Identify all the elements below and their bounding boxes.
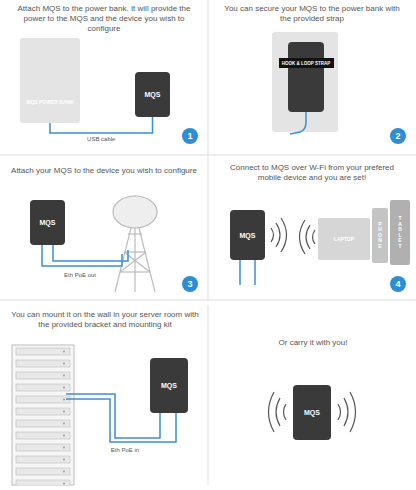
node-text: TABLET	[398, 216, 403, 249]
power-bank: MQS POWER BANK	[20, 38, 80, 123]
mqs-device	[288, 42, 324, 112]
mqs-device: MQS	[30, 200, 65, 245]
laptop: LAPTOP	[318, 218, 370, 260]
mqs-device: MQS	[150, 358, 188, 413]
node-text: LAPTOP	[334, 236, 354, 242]
node-text: MQS	[304, 409, 320, 416]
eth-cable	[42, 245, 128, 266]
node-text: MQS	[240, 232, 256, 239]
node-text: MQS	[161, 382, 177, 389]
node-text: HOOK & LOOP STRAP	[282, 61, 330, 66]
wifi-waves	[271, 218, 315, 254]
cable-label: USB cable	[85, 136, 117, 142]
divider	[0, 300, 416, 301]
callout-number: 3	[182, 276, 198, 292]
callout-number: 1	[182, 128, 198, 144]
rack-slots	[12, 345, 74, 485]
panel-caption: Connect to MQS over W-Fi from your prefe…	[218, 163, 406, 183]
panel-caption: Attach MQS to the power bank. It will pr…	[10, 4, 198, 34]
divider	[208, 0, 209, 300]
mqs-device: MQS	[135, 72, 170, 117]
divider	[208, 305, 209, 485]
node-text: MQS	[145, 91, 161, 98]
divider	[0, 155, 416, 156]
callout-number: 2	[390, 128, 406, 144]
panel-caption: Attach your MQS to the device you wish t…	[10, 166, 198, 176]
dish-antenna	[113, 196, 157, 228]
tablet: TABLET	[390, 200, 410, 265]
strap-band: HOOK & LOOP STRAP	[279, 58, 334, 68]
phone: PHONE	[372, 208, 388, 263]
node-text: PHONE	[378, 222, 383, 250]
node-text: MQS	[40, 219, 56, 226]
node-text: MQS POWER BANK	[26, 99, 74, 105]
cable	[290, 112, 306, 134]
cable-label: Eth PoE out	[45, 272, 115, 280]
panel-caption: Or carry it with you!	[218, 338, 408, 348]
cable-label: Eth PoE in	[90, 447, 160, 455]
server-rack	[12, 345, 74, 485]
callout-number: 4	[390, 276, 406, 292]
mqs-device: MQS	[230, 210, 265, 260]
mqs-device: MQS	[293, 385, 331, 440]
power-bank	[272, 32, 338, 132]
eth-cable	[240, 260, 255, 285]
panel-caption: You can mount it on the wall in your ser…	[10, 310, 200, 330]
panel-caption: You can secure your MQS to the power ban…	[218, 4, 406, 24]
